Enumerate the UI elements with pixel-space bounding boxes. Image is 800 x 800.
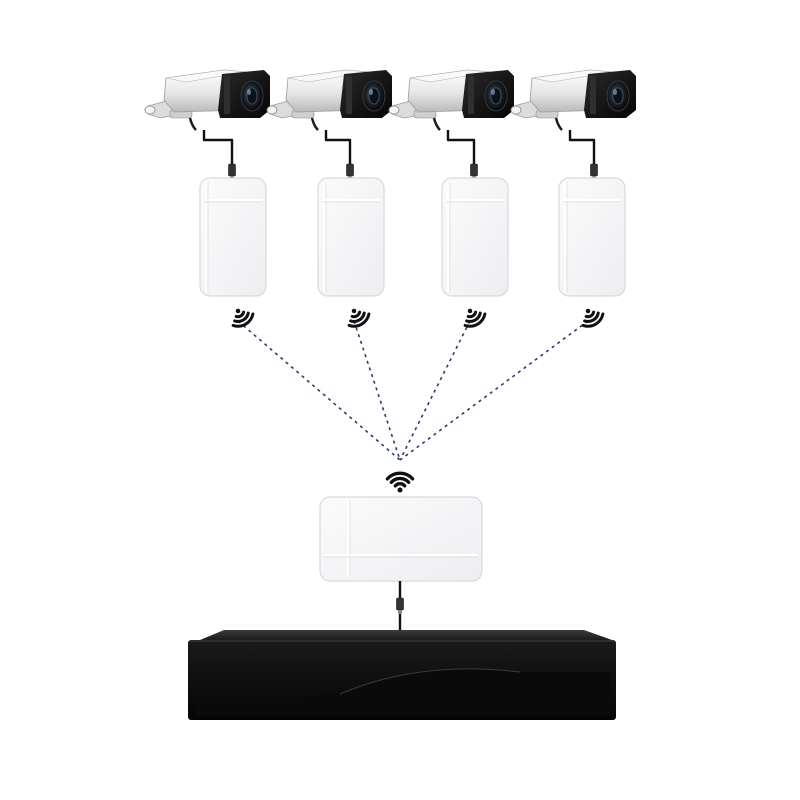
wifi-icon <box>347 308 371 328</box>
transmitter-4 <box>558 177 626 297</box>
wifi-icon <box>385 471 415 493</box>
transmitter-group <box>199 177 626 328</box>
receiver <box>319 496 483 582</box>
nvr-bezel-edge <box>339 668 521 695</box>
wireless-links <box>237 320 589 461</box>
wireless-link-3 <box>399 320 471 461</box>
camera-cable-3 <box>446 130 476 164</box>
camera-group <box>144 69 636 131</box>
camera-cables <box>202 130 598 180</box>
transmitter-3 <box>441 177 509 297</box>
nvr-bezel <box>196 668 610 716</box>
wifi-icon <box>581 308 605 328</box>
wifi-icon <box>231 308 255 328</box>
wireless-link-4 <box>399 320 589 461</box>
camera-cable-4 <box>568 130 596 164</box>
transmitter-2 <box>317 177 385 297</box>
wireless-link-1 <box>237 320 401 461</box>
receiver-connector <box>396 597 404 614</box>
camera-3 <box>388 69 514 131</box>
camera-cable-2 <box>324 130 352 164</box>
wifi-icon <box>463 308 487 328</box>
transmitter-1 <box>199 177 267 297</box>
wireless-link-2 <box>353 320 401 461</box>
receiver-bridge <box>319 471 483 630</box>
camera-1 <box>144 69 270 131</box>
camera-cable-1 <box>202 130 234 164</box>
camera-4 <box>510 69 636 131</box>
nvr-recorder <box>188 630 616 720</box>
nvr-top <box>200 630 612 640</box>
camera-2 <box>266 69 392 131</box>
